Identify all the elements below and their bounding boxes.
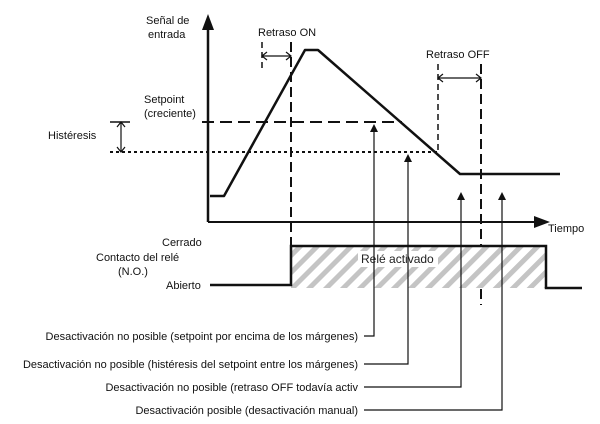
note-2-text: Desactivación no posible (histéresis del… (23, 359, 358, 371)
note-4-leader-arrowhead (498, 192, 506, 200)
input-signal-curve (210, 48, 560, 198)
note-2-leader-arrowhead (404, 154, 412, 162)
x-axis-label: Tiempo (548, 223, 584, 235)
delay-on-arrow-right (285, 51, 292, 61)
note-4-leader (364, 194, 503, 411)
delay-off-arrow-right (475, 73, 482, 83)
relay-activated-label: Relé activado (361, 252, 434, 266)
note-1-leader (364, 126, 375, 337)
setpoint-label-line2: (creciente) (144, 108, 196, 120)
delay-off-arrow-left (437, 73, 444, 83)
relay-contact-label-line1: Contacto del relé (96, 252, 179, 264)
y-axis-label-line1: Señal de (146, 15, 189, 27)
relay-activated-label-bg (358, 251, 438, 267)
note-1-text: Desactivación no posible (setpoint por e… (46, 331, 358, 343)
hysteresis-label: Histéresis (48, 130, 97, 142)
hysteresis-arrow-head-up (116, 121, 126, 128)
delay-on-label: Retraso ON (258, 27, 316, 39)
hysteresis-arrow-head-down (116, 146, 126, 153)
y-axis-arrowhead (202, 14, 214, 30)
note-1-leader-arrowhead (370, 124, 378, 132)
note-4-text: Desactivación posible (desactivación man… (135, 405, 358, 417)
note-3-leader (364, 194, 462, 388)
note-3-text: Desactivación no posible (retraso OFF to… (105, 382, 358, 394)
delay-off-label: Retraso OFF (426, 49, 490, 61)
note-2-leader (364, 156, 409, 365)
relay-open-label: Abierto (166, 280, 201, 292)
setpoint-label-line1: Setpoint (144, 94, 184, 106)
y-axis-label-line2: entrada (148, 29, 186, 41)
relay-contact-signal (210, 244, 582, 290)
relay-closed-label: Cerrado (162, 237, 202, 249)
relay-contact-label-line2: (N.O.) (118, 266, 148, 278)
note-3-leader-arrowhead (457, 192, 465, 200)
delay-on-arrow-left (261, 51, 268, 61)
x-axis-arrowhead (534, 216, 550, 228)
